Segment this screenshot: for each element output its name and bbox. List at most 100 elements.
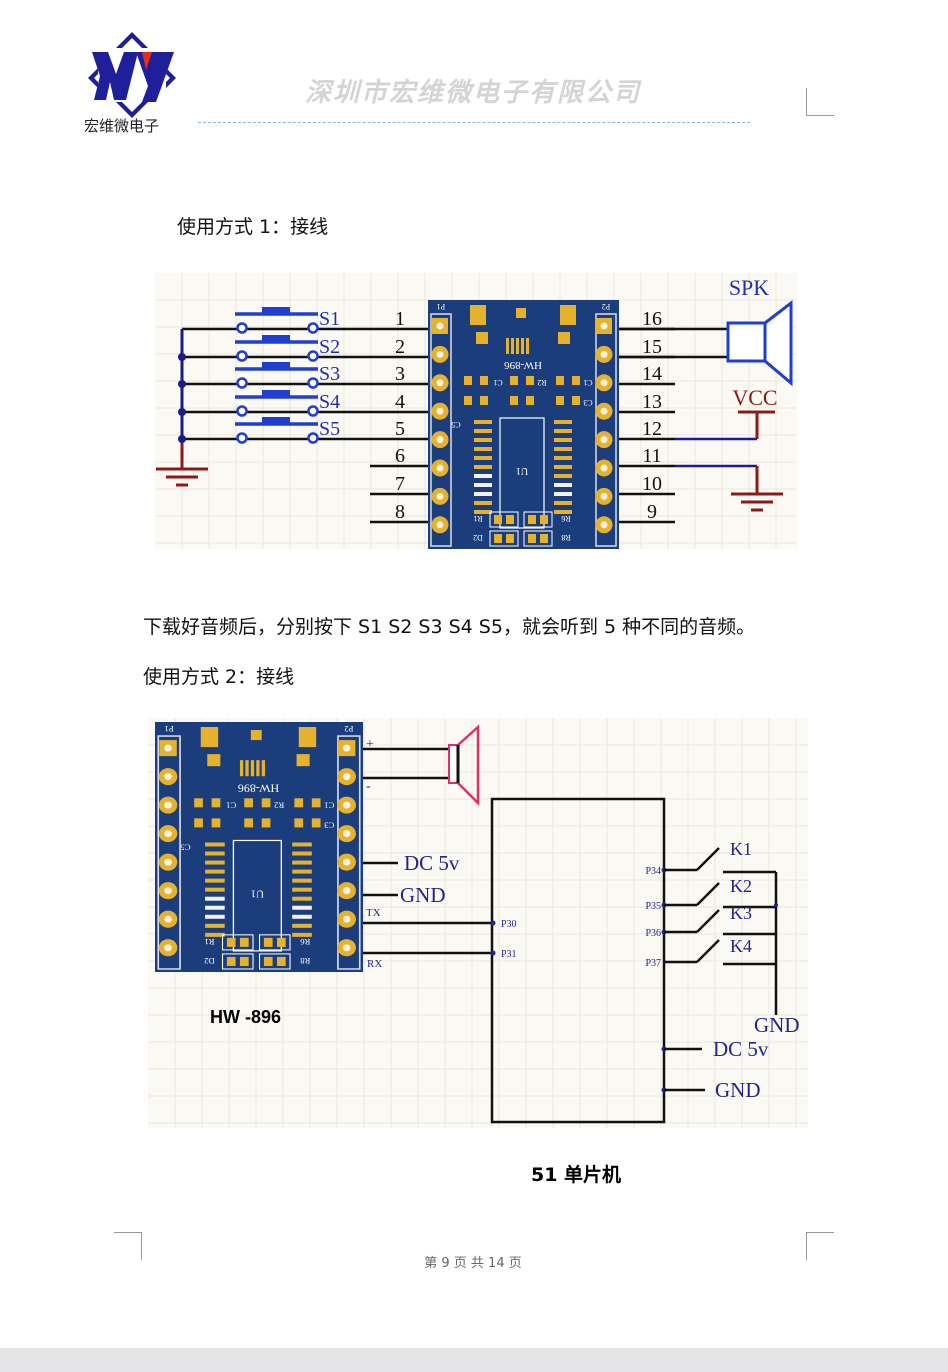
mcu-dc-label: DC 5v (713, 1037, 769, 1061)
ic-pad (474, 510, 492, 514)
ic-pad (474, 465, 492, 469)
ic-pad (292, 869, 312, 874)
switch-contact (236, 432, 248, 444)
pin-hole (600, 322, 608, 330)
pin-number: 1 (395, 308, 405, 330)
key-label-K3: K3 (730, 903, 752, 923)
speaker-label: SPK (729, 275, 769, 300)
label-c3: C3 (583, 398, 592, 407)
pin-hole (436, 492, 444, 500)
page-number: 第 9 页 共 14 页 (424, 1256, 522, 1271)
pin-hole (164, 887, 172, 895)
pin-hole (600, 521, 608, 529)
smd-pad (211, 798, 221, 808)
label-d2: D2 (473, 533, 483, 542)
pin-number: 7 (395, 473, 405, 495)
speaker-plus-label: + (366, 737, 374, 752)
margin-mark-top-right (806, 88, 834, 116)
smd-pad (194, 798, 203, 808)
usb-pin (239, 760, 244, 777)
key-label-K1: K1 (730, 839, 752, 859)
company-name: 深圳市宏维微电子有限公司 (305, 78, 642, 108)
pin-hole (342, 773, 351, 781)
smd-pad (226, 956, 236, 966)
resistor-outline (258, 934, 291, 951)
ic-pad (205, 842, 225, 847)
ic-pad (554, 456, 572, 460)
section2-heading: 使用方式 2：接线 (143, 666, 295, 688)
switch-button (262, 417, 290, 424)
usb-pin (526, 338, 529, 354)
wiring-diagram-2: +-DC 5vGNDTXRXP30P31P34K1P35K2P36K3P37K4… (148, 718, 808, 1128)
ic-pad (474, 456, 492, 460)
pin-number: 8 (395, 501, 405, 523)
pin-hole (436, 436, 444, 444)
smd-pad (261, 798, 271, 808)
resistor-outline (523, 511, 553, 528)
pin-hole (436, 407, 444, 415)
pin-number: 2 (395, 336, 405, 358)
label-r2: R2 (274, 800, 284, 809)
speaker-minus-label: - (366, 779, 371, 794)
ic-pad (205, 923, 225, 928)
pin-number: 13 (642, 391, 662, 413)
pin-hole (600, 407, 608, 415)
pin-number: 12 (642, 418, 662, 440)
switch-button (262, 307, 290, 314)
key-switch-lever (696, 909, 720, 933)
label-r8: R8 (300, 956, 310, 965)
ic-pad (554, 447, 572, 451)
smd-pad (311, 818, 321, 828)
pin-hole (342, 858, 351, 866)
usb-pad (560, 305, 576, 325)
resistor-outline (221, 934, 254, 951)
section1-heading: 使用方式 1：接线 (177, 216, 329, 238)
resistor-outline (489, 511, 519, 528)
pcb-model-label: HW-896 (504, 359, 542, 371)
ic-pad (474, 483, 492, 487)
junction (490, 950, 496, 956)
margin-mark-bottom-left (114, 1232, 142, 1260)
pin-hole (342, 801, 351, 809)
smd-pad (244, 798, 254, 808)
switch-contact (307, 432, 319, 444)
ic-pad (292, 905, 312, 910)
ic-pad (554, 474, 572, 478)
company-logo (88, 32, 176, 118)
smd-pad (510, 396, 518, 405)
usb-pad (200, 727, 219, 748)
smd-pad (276, 956, 286, 966)
label-p1: P1 (165, 724, 174, 733)
mcu-gnd-label: GND (715, 1078, 761, 1102)
junction (178, 380, 186, 388)
ic-pad (205, 914, 225, 919)
mcu-pin-P34: P34 (645, 866, 661, 877)
usb-pin (521, 338, 524, 354)
smd-pad (506, 534, 514, 543)
usb-pin (506, 338, 509, 354)
smd-pad (510, 376, 518, 385)
smd-pad (526, 376, 534, 385)
usb-pad (470, 305, 486, 325)
smd-pad (276, 937, 286, 947)
header-outline-p2 (337, 735, 361, 970)
u1-outline (499, 417, 545, 529)
mcu-pin-P36: P36 (645, 928, 661, 939)
ic-pad (554, 483, 572, 487)
mcu-pin-P37: P37 (645, 958, 661, 969)
pin-number: 4 (395, 391, 405, 413)
key-switch-lever (696, 882, 720, 906)
usb-pin (516, 338, 519, 354)
pin-hole (164, 801, 172, 809)
pin-number: 9 (647, 501, 657, 523)
label-r1: R1 (204, 937, 214, 946)
ic-pad (292, 896, 312, 901)
ic-pad (205, 932, 225, 937)
switch-contact (307, 377, 319, 389)
pin-number: 14 (642, 363, 662, 385)
pin-hole (436, 379, 444, 387)
usb-pad (516, 308, 526, 318)
label-u1: U1 (516, 465, 528, 476)
usb-pad (207, 754, 221, 767)
